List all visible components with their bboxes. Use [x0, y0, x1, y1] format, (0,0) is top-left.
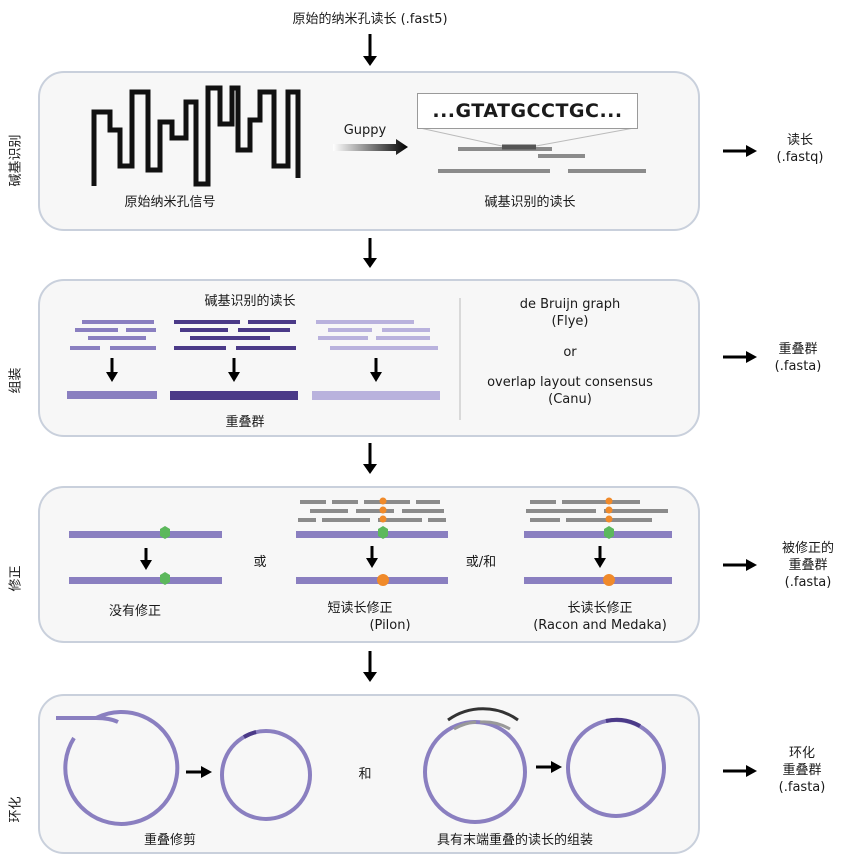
guppy-arrow [333, 139, 408, 155]
overlap-assembly-label: 具有末端重叠的读长的组装 [436, 833, 593, 848]
circle-overlap [423, 720, 527, 824]
output-arrows [723, 145, 757, 777]
snp-green-marker [160, 526, 170, 539]
guppy-label: Guppy [343, 123, 387, 138]
contig-mid [67, 391, 157, 399]
reads-group-mid [70, 320, 156, 350]
and-label: 和 [358, 767, 372, 782]
flow-arrows [363, 34, 377, 682]
raw-signal-label: 原始纳米孔信号 [124, 195, 216, 210]
output-polished: 被修正的重叠群(.fasta) [781, 541, 834, 590]
assembly-reads-label: 碱基识别的读长 [204, 294, 296, 309]
or-label: or [563, 345, 577, 360]
panel-assembly [38, 279, 700, 437]
no-polish-label: 没有修正 [108, 604, 161, 619]
output-contigs: 重叠群(.fasta) [774, 342, 822, 374]
method-debruijn: de Bruijn graph(Flye) [519, 297, 621, 329]
assembly-arrows [106, 358, 382, 382]
short-reads [298, 500, 446, 522]
contig-light [312, 391, 440, 400]
contig-dark [170, 391, 298, 400]
contigs-label: 重叠群 [225, 415, 265, 430]
sequence-box: ...GTATGCCTGC... [417, 93, 638, 129]
snp-orange-marker [377, 574, 389, 586]
long-read-polish-label: 长读长修正(Racon and Medaka) [533, 601, 667, 633]
reads-group-dark [174, 320, 296, 350]
overlap-read-arc [447, 707, 519, 722]
circle-final [566, 718, 666, 818]
short-read-polish-label: 短读长修正(Pilon) [327, 601, 411, 633]
output-circular: 环化重叠群(.fasta) [778, 746, 826, 795]
input-label: 原始的纳米孔读长 (.fast5) [292, 12, 448, 27]
reads-group-light [316, 320, 438, 350]
overlap-trim-label: 重叠修剪 [143, 833, 196, 848]
andor-label: 或/和 [465, 555, 497, 570]
raw-signal-trace [91, 85, 301, 187]
circle-trimmed [220, 729, 312, 821]
output-fastq: 读长(.fastq) [776, 133, 824, 165]
long-reads [526, 500, 668, 522]
basecalled-reads [438, 144, 646, 173]
method-olc: overlap layout consensus(Canu) [487, 375, 653, 407]
basecalled-reads-label: 碱基识别的读长 [484, 195, 576, 210]
or-label-2: 或 [253, 555, 267, 570]
circle-untrimmed [56, 709, 180, 826]
